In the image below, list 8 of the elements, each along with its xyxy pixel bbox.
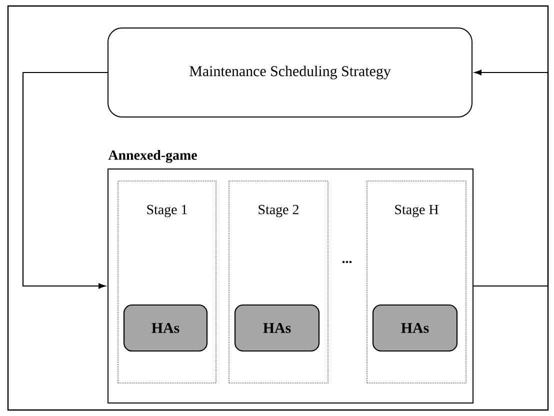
ha-box: HAs [123,304,208,352]
arrow [22,72,108,289]
node-label: Annexed-game [108,150,197,163]
arrow [474,70,549,287]
ellipsis: ... [342,260,352,264]
ha-box: HAs [372,304,458,352]
ha-box: HAs [234,304,320,352]
strategy-box: Maintenance Scheduling Strategy [108,28,472,118]
